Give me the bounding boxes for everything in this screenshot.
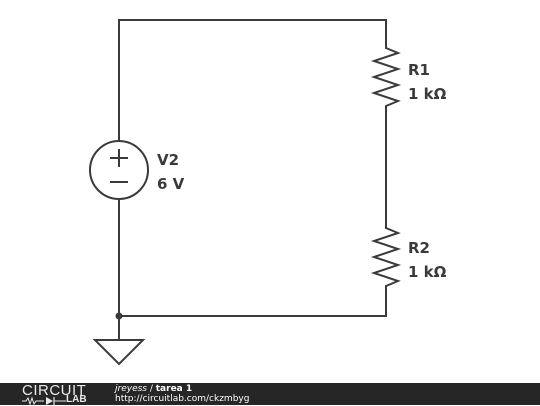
footer-meta: jreyess / tarea 1 http://circuitlab.com/… [115,384,249,404]
plus-icon [110,149,128,167]
circuit-title: tarea 1 [155,384,193,394]
title-separator: / [146,384,156,394]
ground-symbol [92,339,146,366]
author-title-line: jreyess / tarea 1 [115,384,249,394]
source-name-label: V2 [157,151,179,169]
wire-top [118,19,387,141]
footer-bar: CIRCUIT LAB jreyess / tarea 1 http://cir… [0,382,540,406]
resistor-r1-name-label: R1 [408,61,430,79]
source-value-label: 6 V [157,175,185,193]
circuit-schematic: V2 6 V R1 1 kΩ R2 1 kΩ [89,19,447,366]
logo-word-lab: LAB [66,394,87,405]
resistor-r1-value-label: 1 kΩ [408,85,447,103]
junction-node [115,312,123,320]
resistor-r1: R1 1 kΩ [370,45,447,112]
resistor-r2-value-label: 1 kΩ [408,263,447,281]
logo-word-circuit: CIRCUIT [22,382,87,399]
wire-bottom [118,291,387,317]
author-link[interactable]: jreyess [115,384,147,394]
logo-wave-icon [22,396,66,406]
voltage-source-circle [89,140,149,200]
resistor-zigzag [370,45,402,112]
resistor-zigzag [370,225,402,292]
voltage-source-v2: V2 6 V [89,140,185,200]
resistor-r2: R2 1 kΩ [370,225,447,292]
circuit-url-link[interactable]: http://circuitlab.com/ckzmbyg [115,394,250,404]
circuitlab-logo: CIRCUIT LAB [22,382,97,406]
resistor-r2-name-label: R2 [408,239,430,257]
